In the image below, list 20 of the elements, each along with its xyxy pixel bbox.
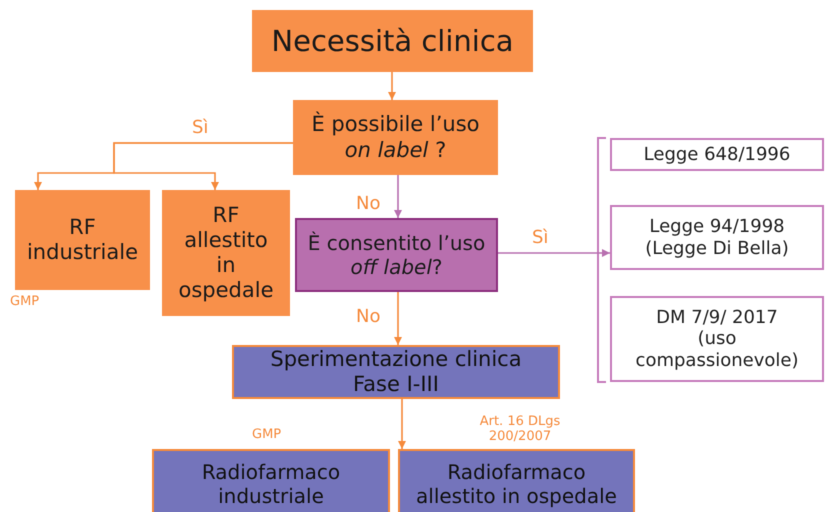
note: Art. 16 DLgs 200/2007 — [478, 415, 562, 445]
process-box: Sperimentazione clinica Fase I-III — [232, 345, 560, 399]
process-box: Legge 94/1998 (Legge Di Bella) — [610, 205, 824, 270]
arrow — [113, 142, 293, 190]
note: GMP — [252, 428, 282, 443]
note: GMP — [10, 295, 40, 310]
process-box: Radiofarmaco industriale — [152, 449, 390, 512]
process-box: È consentito l’uso off label? — [295, 218, 498, 292]
arrow — [388, 72, 396, 100]
process-box: È possibile l’uso on label ? — [293, 100, 498, 175]
process-box: Radiofarmaco allestito in ospedale — [398, 449, 635, 512]
process-box: Necessità clinica — [252, 10, 533, 72]
process-box: Legge 648/1996 — [610, 138, 824, 171]
process-box: RF allestito in ospedale — [162, 190, 290, 316]
arrow — [394, 292, 402, 345]
arrow — [498, 249, 610, 257]
arrow — [394, 175, 402, 218]
process-box: DM 7/9/ 2017 (uso compassionevole) — [610, 296, 824, 382]
process-box: RF industriale — [15, 190, 150, 290]
arrow — [398, 399, 406, 449]
